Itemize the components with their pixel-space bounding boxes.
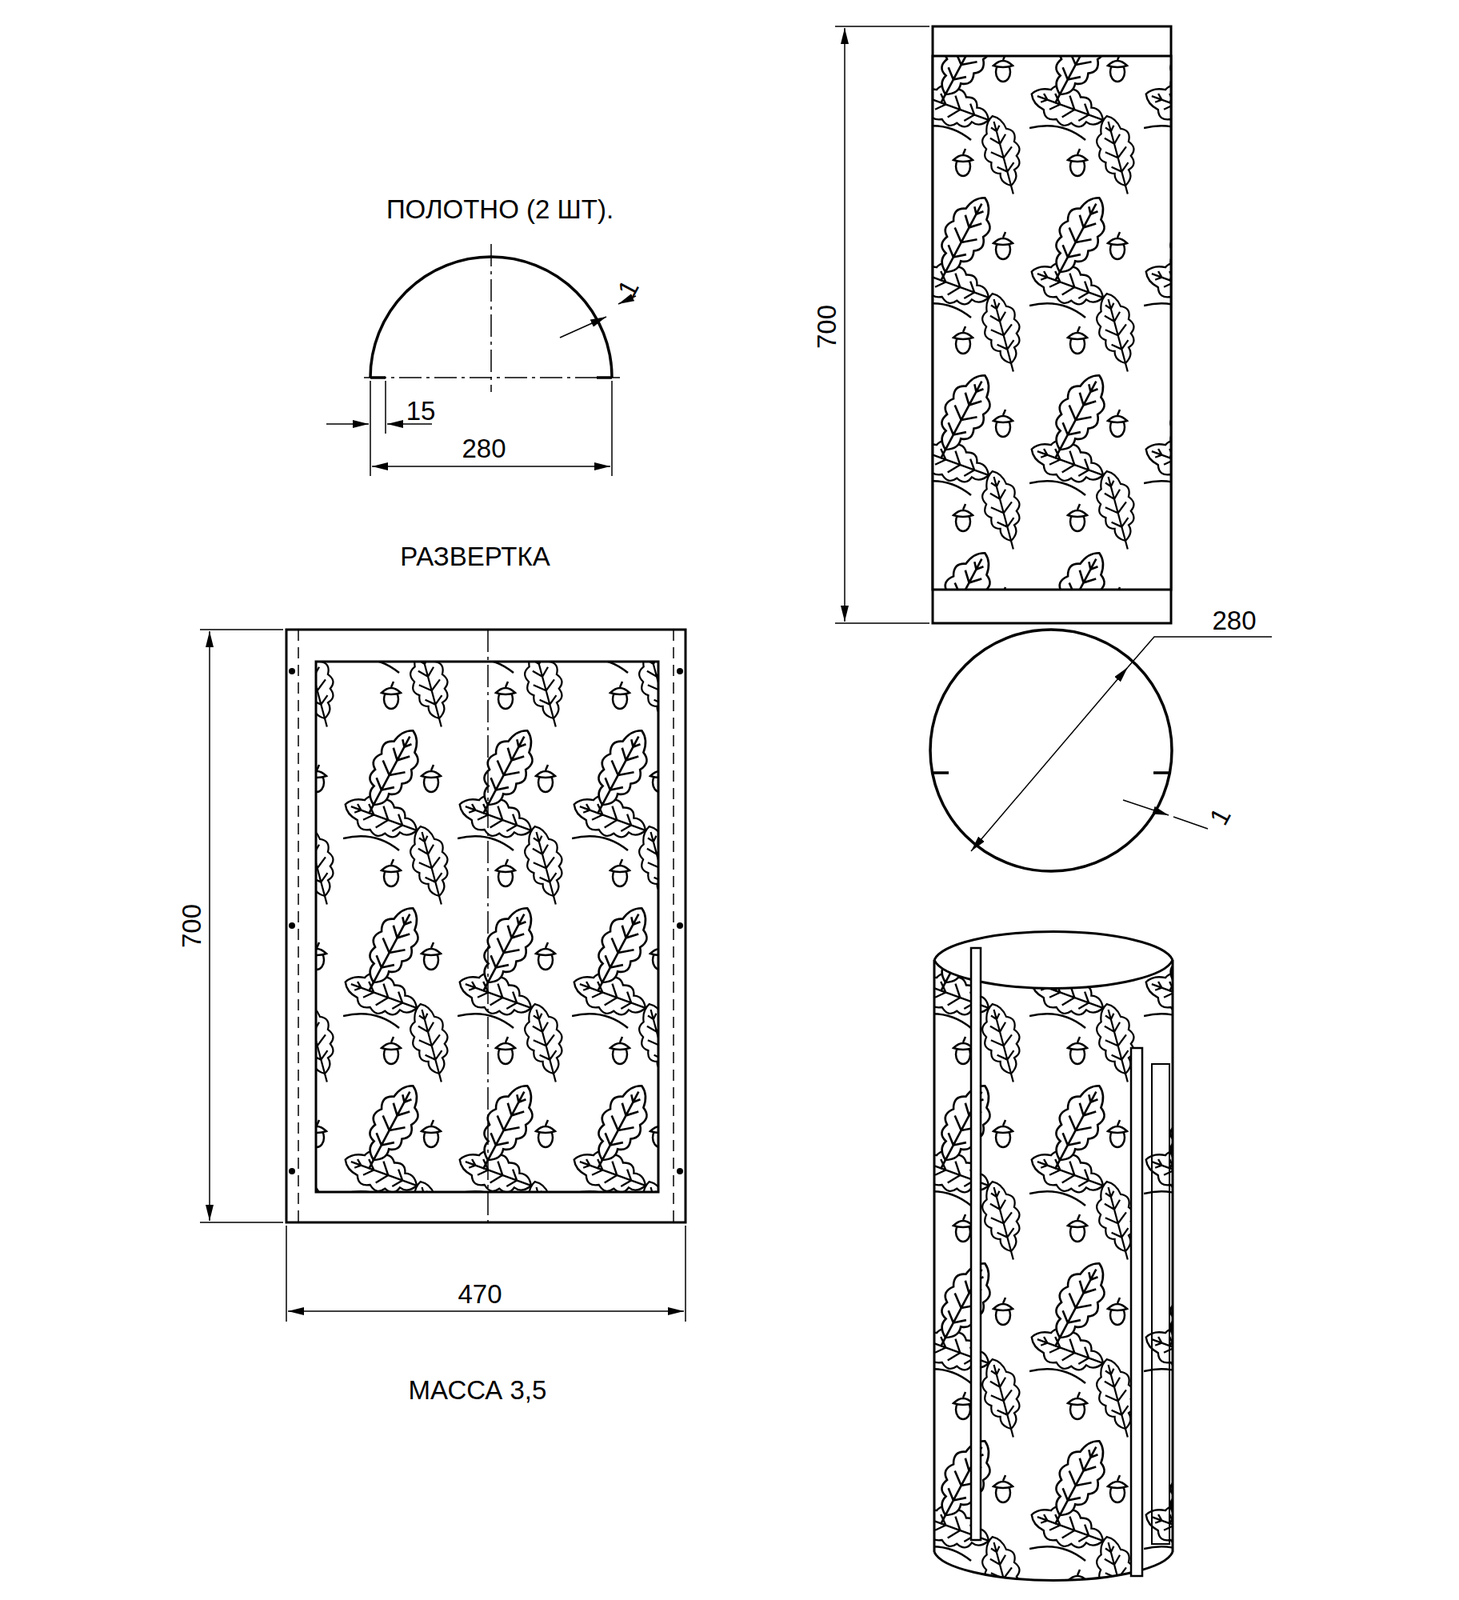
blade-section (326, 243, 636, 476)
thickness-dimension: 1 (1202, 800, 1238, 832)
height-dimension: 700 (812, 301, 843, 351)
isometric-view (932, 927, 1175, 1584)
top-view (930, 629, 1272, 872)
width-dimension: 470 (455, 1279, 504, 1309)
width-dimension: 280 (459, 433, 508, 464)
height-dimension: 700 (177, 900, 208, 950)
view-title: РАЗВЕРТКА (397, 541, 552, 572)
thickness-dimension: 1 (610, 272, 646, 304)
diameter-dimension: 280 (1209, 605, 1259, 636)
flange-dimension: 15 (403, 395, 439, 426)
flat-development (199, 629, 686, 1322)
mass-note: МАССА 3,5 (406, 1375, 550, 1405)
part-title: ПОЛОТНО (2 ШТ). (383, 194, 616, 224)
side-view (835, 26, 1172, 624)
